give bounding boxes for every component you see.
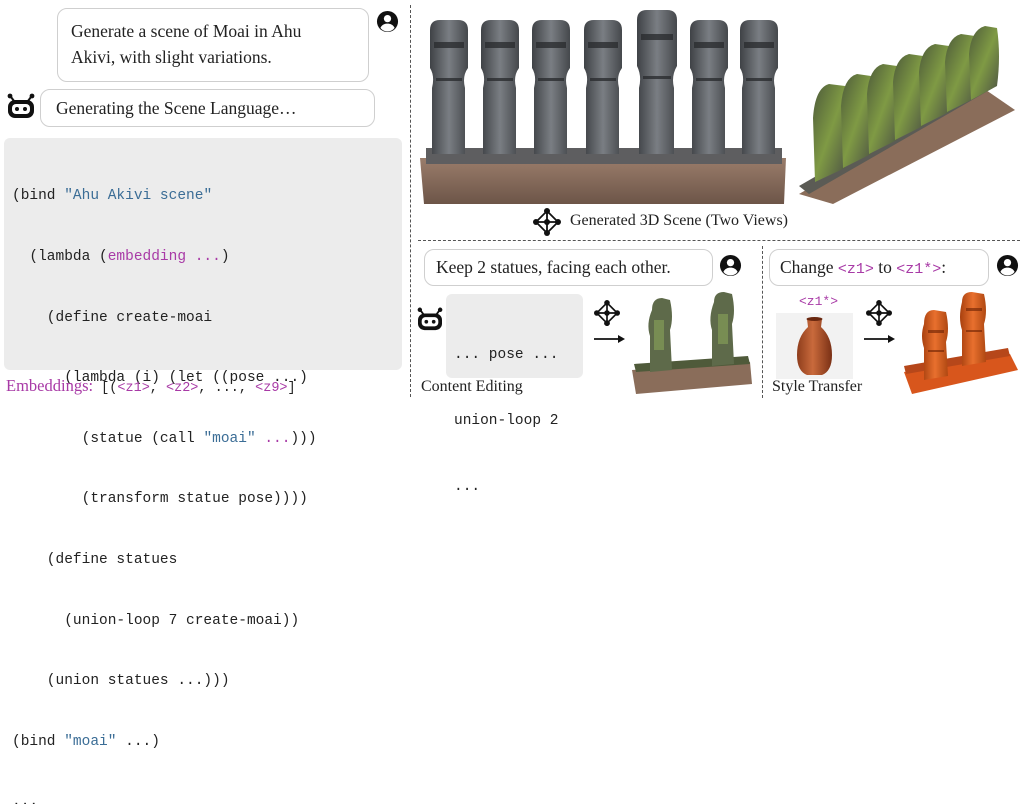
code-string: "moai" [64, 733, 117, 750]
panel-divider-horizontal [418, 240, 1020, 241]
style-transfer-result [900, 290, 1020, 398]
style-prompt-text: : [941, 257, 947, 277]
code-token: ))) [290, 430, 317, 447]
code-token: (bind [12, 733, 65, 750]
user-prompt-bubble: Generate a scene of Moai in Ahu Akivi, w… [57, 8, 369, 82]
code-line: ... [454, 479, 481, 495]
embedding-token: <z1> [117, 381, 150, 396]
embedding-token: <z1> [837, 261, 874, 278]
code-token: (statue (call [12, 430, 204, 447]
embedding-token: <z1*> [896, 261, 942, 278]
code-token: (bind [12, 188, 65, 205]
embeddings-bracket: [( [93, 381, 118, 396]
code-line: (union-loop 7 create-moai)) [12, 612, 300, 629]
arrow-right-icon [864, 334, 896, 344]
code-embedding: ... [255, 430, 291, 447]
code-token: (lambda ( [12, 249, 108, 265]
network-icon [594, 300, 620, 326]
code-line: (define statues [12, 551, 178, 568]
code-embedding: embedding ... [107, 249, 221, 265]
code-string: "Ahu Akivi scene" [64, 188, 213, 205]
content-editing-caption: Content Editing [421, 378, 523, 395]
user-prompt-line-1: Generate a scene of Moai in Ahu [71, 21, 302, 41]
embedding-token: <z9> [255, 381, 288, 396]
code-line: (union statues ...))) [12, 673, 230, 690]
embeddings-sep: , [149, 381, 166, 396]
panel-divider-vertical [410, 5, 411, 397]
code-line: (define create-moai [12, 309, 213, 326]
code-string: "moai" [203, 430, 256, 447]
style-prompt-bubble: Change <z1> to <z1*>: [769, 249, 989, 286]
user-avatar-icon [376, 10, 399, 33]
embeddings-bracket: ] [287, 381, 296, 396]
generated-scene-front-view [418, 8, 788, 204]
code-line: union-loop 2 [454, 413, 559, 429]
user-avatar-icon [996, 254, 1019, 277]
code-token: ...) [116, 733, 160, 750]
code-line: (lambda (i) (let ((pose ...) [12, 370, 308, 387]
arrow-right-icon [594, 334, 626, 344]
content-editing-result [628, 290, 756, 398]
style-transfer-caption: Style Transfer [772, 378, 863, 395]
embeddings-sep: , ..., [198, 381, 256, 396]
edit-code-snippet: ... pose ... union-loop 2 ... [446, 294, 583, 495]
user-prompt-line-2: Akivi, with slight variations. [71, 47, 272, 67]
embedding-token: <z2> [166, 381, 199, 396]
embeddings-label: Embeddings: [6, 376, 94, 395]
embeddings-line: Embeddings: [(<z1>, <z2>, ..., <z9>] [6, 376, 296, 396]
robot-icon [6, 93, 36, 119]
code-token: ) [220, 249, 230, 265]
scene-language-code: (bind "Ahu Akivi scene" (lambda (embeddi… [4, 138, 402, 804]
code-line: (transform statue pose)))) [12, 491, 308, 508]
status-text: Generating the Scene Language… [56, 98, 297, 118]
network-icon [866, 300, 892, 326]
vase-label: <z1*> [799, 294, 839, 309]
edit-prompt-bubble: Keep 2 statues, facing each other. [424, 249, 713, 286]
style-reference-vase [776, 313, 853, 379]
user-avatar-icon [719, 254, 742, 277]
code-line: ... pose ... [454, 347, 559, 363]
network-icon [533, 208, 561, 236]
generated-scene-caption: Generated 3D Scene (Two Views) [570, 212, 788, 229]
panel-divider-vertical-2 [762, 246, 763, 398]
style-prompt-text: to [873, 257, 897, 277]
status-bubble: Generating the Scene Language… [40, 89, 375, 127]
robot-icon [416, 307, 444, 331]
edit-prompt-text: Keep 2 statues, facing each other. [436, 257, 671, 277]
generated-scene-side-view [793, 18, 1018, 204]
style-prompt-text: Change [780, 257, 838, 277]
code-line: ... [12, 794, 39, 804]
